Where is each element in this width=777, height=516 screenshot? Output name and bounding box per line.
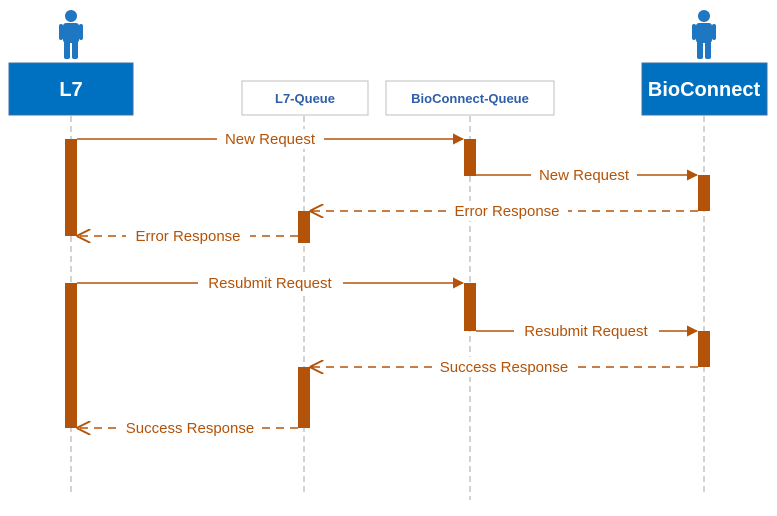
message-resubmit-request-1: Resubmit Request	[77, 273, 465, 293]
message-label: Success Response	[126, 420, 254, 437]
message-label: Error Response	[454, 203, 559, 220]
participant-l7-queue: L7-Queue	[241, 80, 369, 116]
message-resubmit-request-2: Resubmit Request	[476, 321, 699, 341]
participant-bioconnect: BioConnect	[641, 62, 768, 116]
message-new-request-1: New Request	[77, 129, 465, 149]
message-error-response-1: Error Response	[311, 201, 698, 221]
activation-bar	[464, 139, 476, 176]
message-label: Success Response	[440, 359, 568, 376]
participant-l7-queue-label: L7-Queue	[275, 91, 335, 106]
activation-bar	[65, 139, 77, 236]
message-label: New Request	[225, 131, 316, 148]
activation-bar	[298, 367, 310, 428]
participant-l7-label: L7	[59, 79, 82, 101]
person-icon	[59, 10, 83, 59]
message-success-response-2: Success Response	[78, 418, 298, 438]
activation-bar	[65, 283, 77, 428]
activation-bar	[698, 175, 710, 211]
activation-bar	[464, 283, 476, 331]
message-label: Resubmit Request	[208, 275, 332, 292]
participant-l7: L7	[8, 62, 134, 116]
participant-bioconnect-label: BioConnect	[648, 79, 761, 101]
message-label: Resubmit Request	[524, 323, 648, 340]
person-icon	[692, 10, 716, 59]
activation-bar	[698, 331, 710, 367]
message-label: Error Response	[135, 228, 240, 245]
message-success-response-1: Success Response	[311, 357, 698, 377]
message-label: New Request	[539, 167, 630, 184]
participant-bioconnect-queue: BioConnect-Queue	[385, 80, 555, 116]
message-new-request-2: New Request	[476, 165, 699, 185]
activation-bar	[298, 211, 310, 243]
participant-bioconnect-queue-label: BioConnect-Queue	[411, 91, 529, 106]
message-error-response-2: Error Response	[78, 226, 298, 246]
